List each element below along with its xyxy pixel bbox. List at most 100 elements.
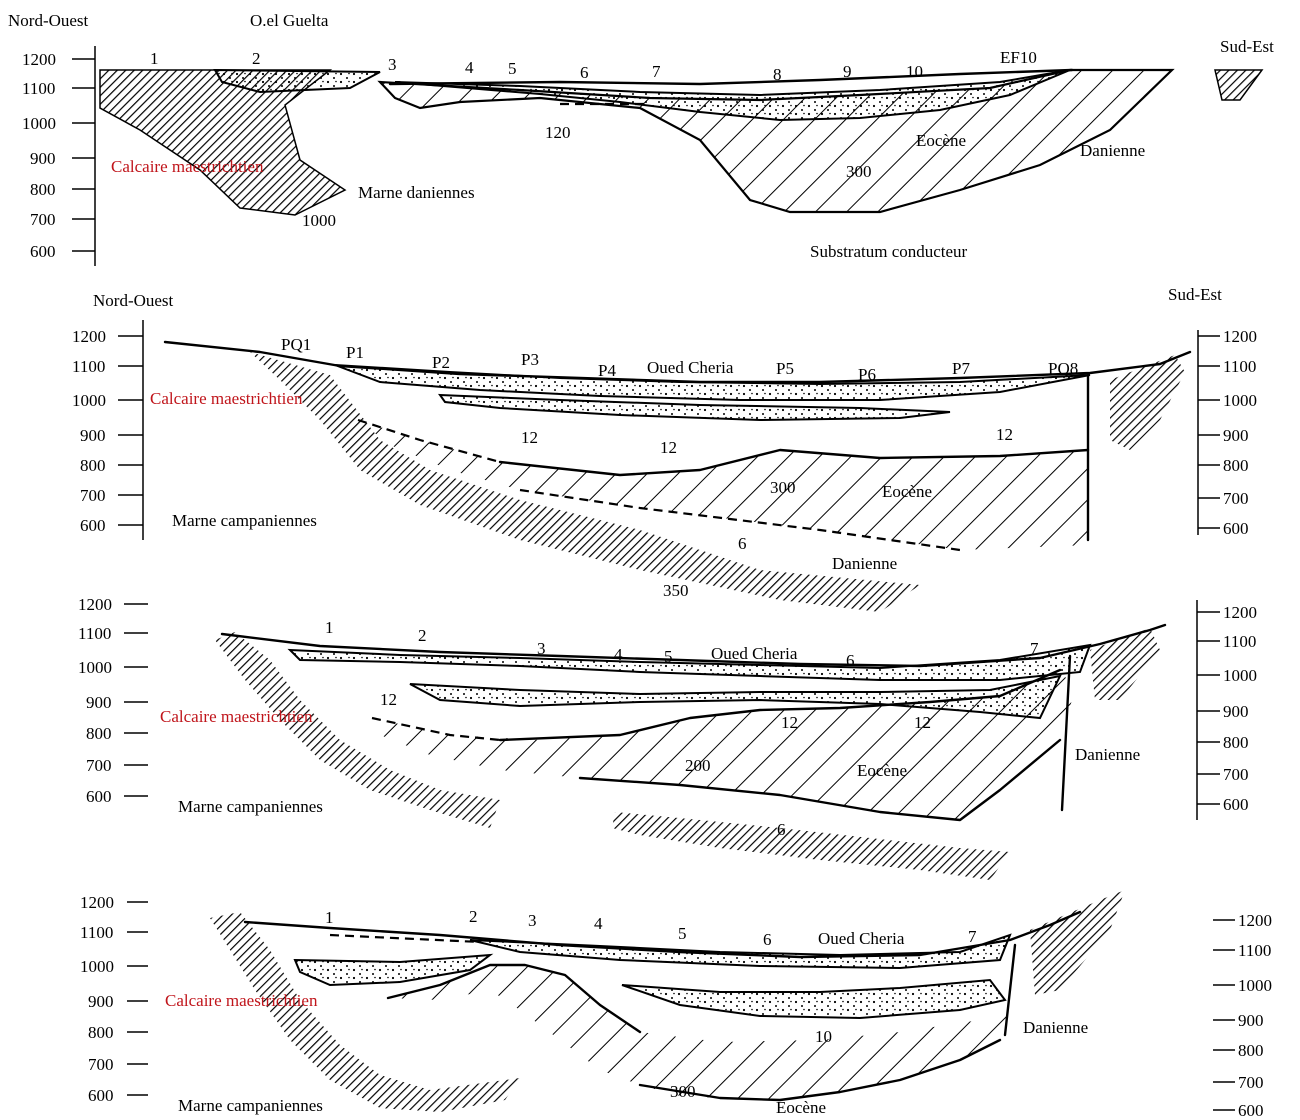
point-label: 6 xyxy=(580,63,589,82)
axis-tick-label: 1200 xyxy=(72,327,106,346)
danienne-label: Danienne xyxy=(832,554,897,573)
axis-tick-label: 900 xyxy=(80,426,106,445)
resistivity-label: 120 xyxy=(545,123,571,142)
point-label: 5 xyxy=(508,59,517,78)
resistivity-label: 300 xyxy=(770,478,796,497)
axis-tick-label: 1100 xyxy=(22,79,55,98)
axis-tick-label: 1000 xyxy=(1223,391,1257,410)
section-2-nw-label: Nord-Ouest xyxy=(93,291,174,310)
section-2-se-label: Sud-Est xyxy=(1168,285,1222,304)
calcaire-label: Calcaire maestrichtien xyxy=(165,991,318,1010)
axis-tick-label: 700 xyxy=(86,756,112,775)
point-label: 4 xyxy=(465,58,474,77)
section-2: Nord-Ouest Sud-Est 1200 1100 1000 900 80… xyxy=(72,285,1257,612)
resistivity-label: 6 xyxy=(738,534,747,553)
point-label: 1 xyxy=(325,908,334,927)
axis-tick-label: 800 xyxy=(86,724,112,743)
section-3: 1200 1100 1000 900 800 700 600 1200 1100… xyxy=(78,595,1257,880)
resistivity-label: 12 xyxy=(914,713,931,732)
point-label: 4 xyxy=(614,645,623,664)
resistivity-label: 10 xyxy=(815,1027,832,1046)
resistivity-label: 12 xyxy=(521,428,538,447)
axis-tick-label: 700 xyxy=(88,1055,114,1074)
axis-tick-label: 800 xyxy=(1223,456,1249,475)
calcaire-unit xyxy=(100,70,345,215)
point-label: 2 xyxy=(418,626,427,645)
danienne-label: Danienne xyxy=(1075,745,1140,764)
section-3-right-axis: 1200 1100 1000 900 800 700 600 xyxy=(1197,600,1257,820)
danienne-fragment xyxy=(1030,890,1125,995)
axis-tick-label: 1000 xyxy=(22,114,56,133)
axis-tick-label: 1200 xyxy=(22,50,56,69)
point-label: 3 xyxy=(528,911,537,930)
axis-tick-label: 900 xyxy=(1238,1011,1264,1030)
axis-tick-label: 1000 xyxy=(72,391,106,410)
axis-tick-label: 600 xyxy=(86,787,112,806)
marne-label: Marne daniennes xyxy=(358,183,475,202)
section-1-elevation-axis: 1200 1100 1000 900 800 700 600 xyxy=(22,46,95,266)
calcaire-label: Calcaire maestrichtien xyxy=(111,157,264,176)
axis-tick-label: 900 xyxy=(86,693,112,712)
eocene-label: Eocène xyxy=(882,482,932,501)
resistivity-label: 12 xyxy=(380,690,397,709)
point-label: 5 xyxy=(678,924,687,943)
danienne-fragment xyxy=(1090,628,1160,700)
axis-tick-label: 600 xyxy=(1238,1101,1264,1120)
axis-tick-label: 600 xyxy=(1223,519,1249,538)
danienne-label: Danienne xyxy=(1080,141,1145,160)
axis-tick-label: 1200 xyxy=(1223,603,1257,622)
axis-tick-label: 800 xyxy=(1238,1041,1264,1060)
point-label: Oued Cheria xyxy=(711,644,798,663)
point-label: P1 xyxy=(346,343,364,362)
axis-tick-label: 1100 xyxy=(72,357,105,376)
point-label: P4 xyxy=(598,361,616,380)
eocene-unit xyxy=(388,965,1010,1100)
marne-label: Marne campaniennes xyxy=(178,1096,323,1115)
alluvial-lens xyxy=(622,980,1005,1018)
axis-tick-label: 700 xyxy=(30,210,56,229)
point-label: 3 xyxy=(537,639,546,658)
section-1-se-label: Sud-Est xyxy=(1220,37,1274,56)
substratum-label: Substratum conducteur xyxy=(810,242,968,261)
point-label: P5 xyxy=(776,359,794,378)
axis-tick-label: 1100 xyxy=(1223,357,1256,376)
axis-tick-label: 1100 xyxy=(1238,941,1271,960)
point-label: 2 xyxy=(469,907,478,926)
section-1-site-label: O.el Guelta xyxy=(250,11,329,30)
point-label: 4 xyxy=(594,914,603,933)
point-label: 7 xyxy=(652,62,661,81)
marne-label: Marne campaniennes xyxy=(178,797,323,816)
axis-tick-label: 700 xyxy=(80,486,106,505)
point-label: Oued Cheria xyxy=(647,358,734,377)
axis-tick-label: 900 xyxy=(88,992,114,1011)
section-2-left-axis: 1200 1100 1000 900 800 700 600 xyxy=(72,320,143,540)
deep-hatched-layer xyxy=(612,812,1010,880)
axis-tick-label: 1000 xyxy=(78,658,112,677)
axis-tick-label: 900 xyxy=(1223,426,1249,445)
axis-tick-label: 800 xyxy=(80,456,106,475)
point-label: 1 xyxy=(150,49,159,68)
point-label: P7 xyxy=(952,359,970,378)
point-label: 7 xyxy=(968,927,977,946)
point-label: 6 xyxy=(763,930,772,949)
eocene-label: Eocène xyxy=(857,761,907,780)
section-4-left-axis: 1200 1100 1000 900 800 700 600 xyxy=(80,893,148,1105)
point-label: P2 xyxy=(432,353,450,372)
calcaire-label: Calcaire maestrichtien xyxy=(160,707,313,726)
point-label: 6 xyxy=(846,651,855,670)
point-label: PQ8 xyxy=(1048,359,1078,378)
point-label: Oued Cheria xyxy=(818,929,905,948)
danienne-label: Danienne xyxy=(1023,1018,1088,1037)
point-label: P6 xyxy=(858,365,876,384)
alluvial-layer xyxy=(470,935,1010,968)
axis-tick-label: 600 xyxy=(30,242,56,261)
section-4: 1200 1100 1000 900 800 700 600 1200 1100… xyxy=(80,890,1272,1120)
resistivity-label: 12 xyxy=(996,425,1013,444)
point-label: 2 xyxy=(252,49,261,68)
point-label: 1 xyxy=(325,618,334,637)
axis-tick-label: 600 xyxy=(1223,795,1249,814)
axis-tick-label: 900 xyxy=(1223,702,1249,721)
section-3-left-axis: 1200 1100 1000 900 800 700 600 xyxy=(78,595,148,806)
axis-tick-label: 1000 xyxy=(1223,666,1257,685)
